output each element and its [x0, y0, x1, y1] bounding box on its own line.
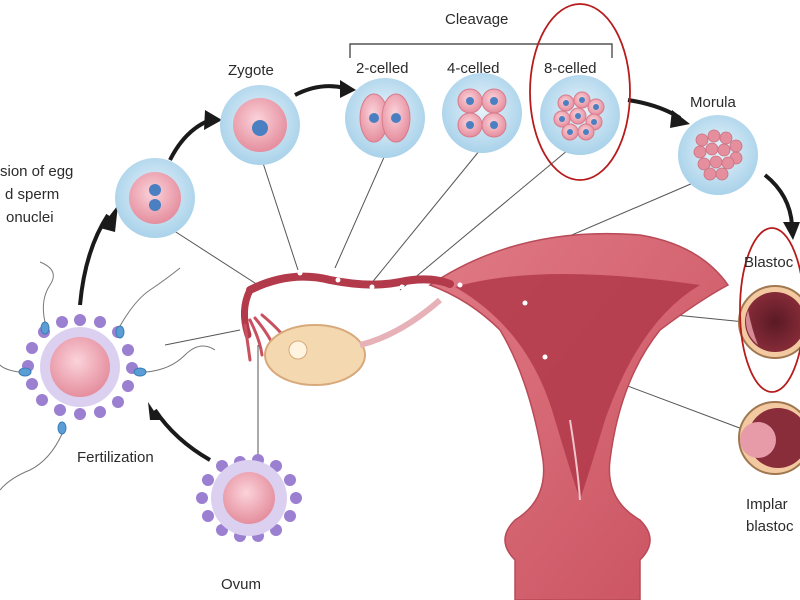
label-fusion-line2: d sperm: [5, 186, 60, 203]
arrow-ovum-to-fertilization: [153, 408, 211, 462]
arrow-to-zygote: [168, 118, 211, 161]
blastocyst-cell: [738, 285, 800, 359]
label-4-celled: 4-celled: [447, 60, 500, 77]
label-cleavage: Cleavage: [445, 11, 509, 28]
fertilization-egg: [0, 261, 216, 491]
ovum-cell: [196, 454, 302, 542]
label-fusion-line1: sion of egg: [0, 163, 74, 180]
label-fertilization: Fertilization: [77, 449, 154, 466]
uterus: [241, 232, 730, 600]
flow-arrows: [78, 84, 794, 462]
label-morula: Morula: [690, 94, 736, 111]
eight-celled-cell: [540, 75, 620, 155]
arrow-to-fusion: [78, 213, 110, 306]
label-implanted-line1: Implar: [746, 496, 788, 513]
zygote-cell: [220, 85, 300, 165]
label-blastocyst: Blastoc: [744, 254, 794, 271]
eight-celled-highlight-ring: [529, 3, 631, 181]
arrow-to-2cell: [294, 84, 346, 97]
morula-cell: [678, 115, 758, 195]
arrow-to-blastocyst: [763, 173, 794, 226]
implanted-blastocyst-cell: [738, 401, 800, 475]
label-fusion-line3: onuclei: [6, 209, 54, 226]
label-8-celled: 8-celled: [544, 60, 597, 77]
two-celled-cell: [345, 78, 425, 158]
fusion-cell: [115, 158, 195, 238]
label-implanted-line2: blastoc: [746, 518, 794, 535]
arrow-heads: [100, 80, 800, 420]
four-celled-cell: [442, 73, 522, 153]
label-2-celled: 2-celled: [356, 60, 409, 77]
blastocyst-highlight-ring: [739, 227, 800, 393]
label-ovum: Ovum: [221, 576, 262, 593]
cleavage-bracket: [349, 43, 613, 58]
label-zygote: Zygote: [228, 62, 274, 79]
